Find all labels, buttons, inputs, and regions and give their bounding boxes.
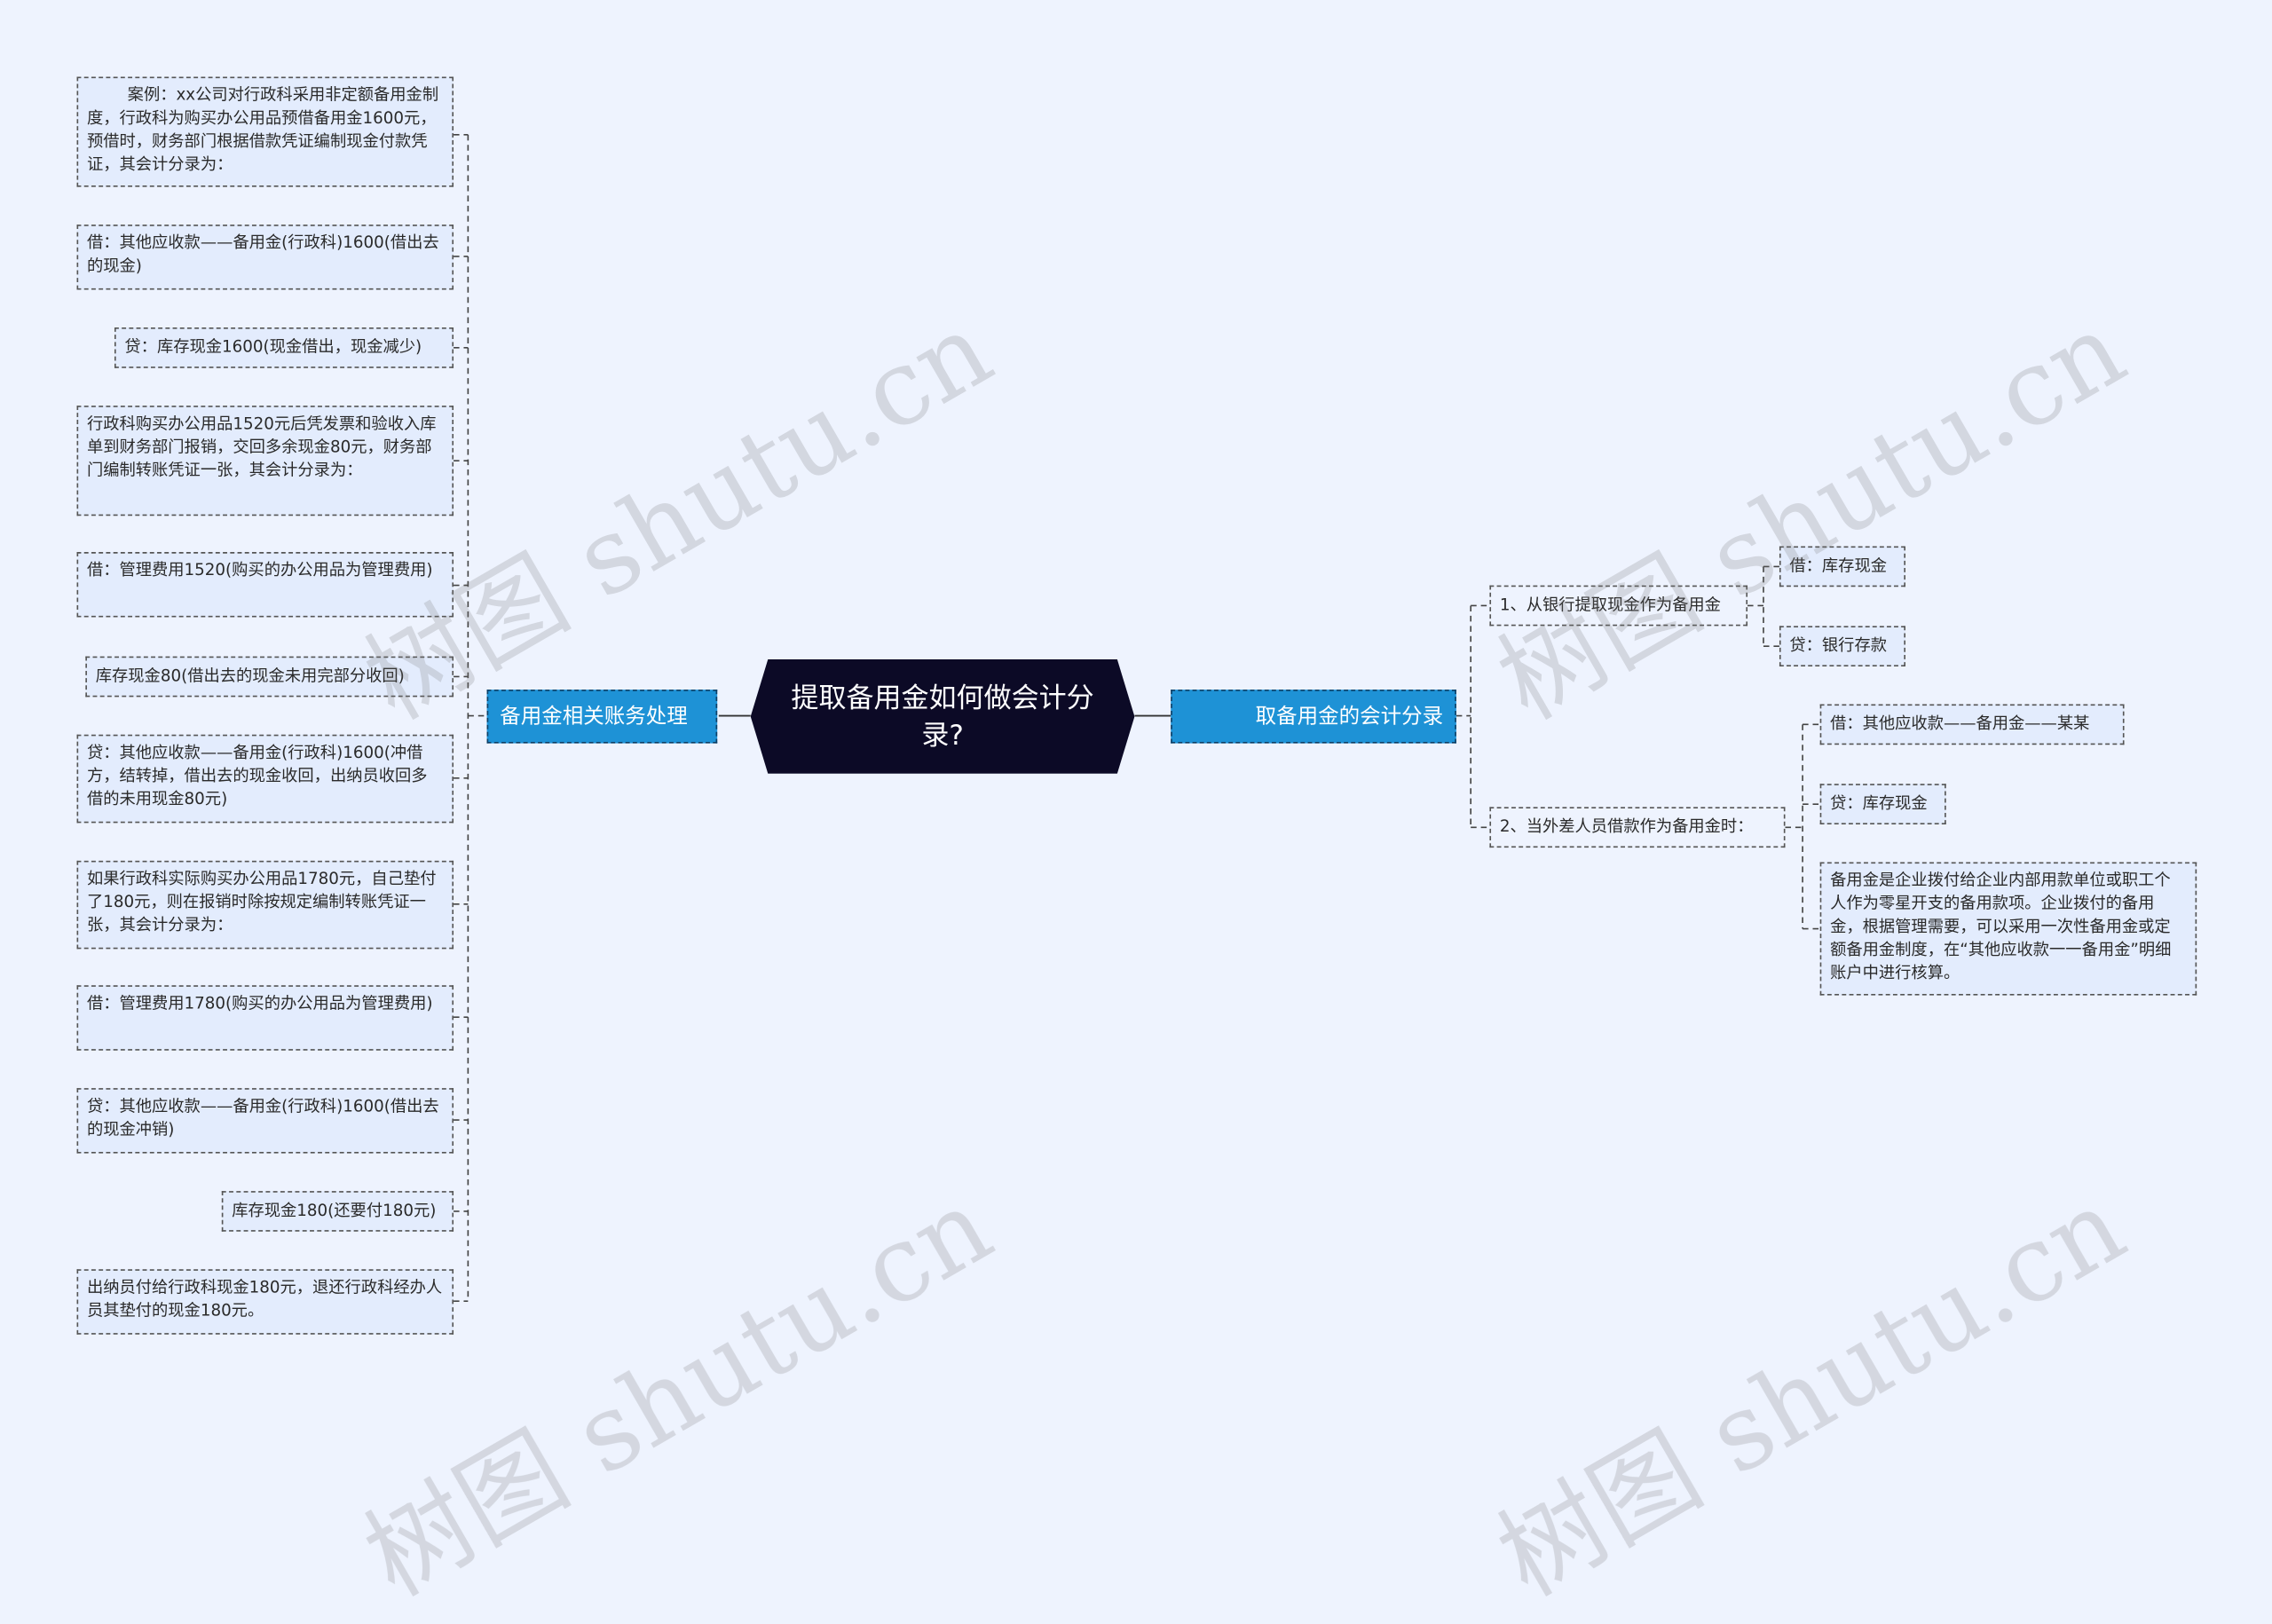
root-topic-label: 提取备用金如何做会计分录? (791, 682, 1094, 752)
left-leaf-debit-advance: 借：其他应收款——备用金(行政科)1600(借出去的现金) (76, 225, 454, 290)
left-leaf-debit-admin-1780: 借：管理费用1780(购买的办公用品为管理费用) (76, 985, 454, 1051)
left-leaf-refund-180: 出纳员付给行政科现金180元，退还行政科经办人员其垫付的现金180元。 (76, 1269, 454, 1335)
right-leaf-debit-receivable: 借：其他应收款——备用金——某某 (1819, 704, 2125, 745)
right-branch-node[interactable]: 取备用金的会计分录 (1171, 690, 1456, 744)
left-leaf-credit-receivable-1600: 贷：其他应收款——备用金(行政科)1600(冲借方，结转掉，借出去的现金收回，出… (76, 734, 454, 824)
connector-lines (454, 134, 1820, 1302)
root-topic[interactable]: 提取备用金如何做会计分录? (751, 659, 1135, 774)
left-leaf-credit-writeoff-1600: 贷：其他应收款——备用金(行政科)1600(借出去的现金冲销) (76, 1088, 454, 1154)
left-leaf-cash-80: 库存现金80(借出去的现金未用完部分收回) (85, 656, 454, 698)
right-leaf-petty-cash-definition: 备用金是企业拨付给企业内部用款单位或职工个人作为零星开支的备用款项。企业拨付的备… (1819, 862, 2197, 996)
left-leaf-case-intro: 案例：xx公司对行政科采用非定额备用金制度，行政科为购买办公用品预借备用金160… (76, 76, 454, 187)
right-group-bank-withdrawal[interactable]: 1、从银行提取现金作为备用金 (1489, 585, 1748, 627)
left-branch-node[interactable]: 备用金相关账务处理 (486, 690, 718, 744)
left-leaf-debit-admin-1520: 借：管理费用1520(购买的办公用品为管理费用) (76, 552, 454, 618)
right-leaf-credit-cash: 贷：库存现金 (1819, 784, 1946, 825)
left-leaf-reimbursement-1520: 行政科购买办公用品1520元后凭发票和验收入库单到财务部门报销，交回多余现金80… (76, 406, 454, 516)
left-leaf-scenario-1780: 如果行政科实际购买办公用品1780元，自己垫付了180元，则在报销时除按规定编制… (76, 860, 454, 950)
left-leaf-cash-180: 库存现金180(还要付180元) (221, 1191, 454, 1232)
right-group-staff-advance[interactable]: 2、当外差人员借款作为备用金时： (1489, 807, 1786, 848)
left-leaf-credit-cash-1600: 贷：库存现金1600(现金借出，现金减少) (114, 327, 454, 368)
right-leaf-debit-cash: 借：库存现金 (1779, 546, 1906, 587)
mindmap-canvas: 案例：xx公司对行政科采用非定额备用金制度，行政科为购买办公用品预借备用金160… (76, 76, 2197, 1619)
right-leaf-credit-bank: 贷：银行存款 (1779, 626, 1906, 667)
